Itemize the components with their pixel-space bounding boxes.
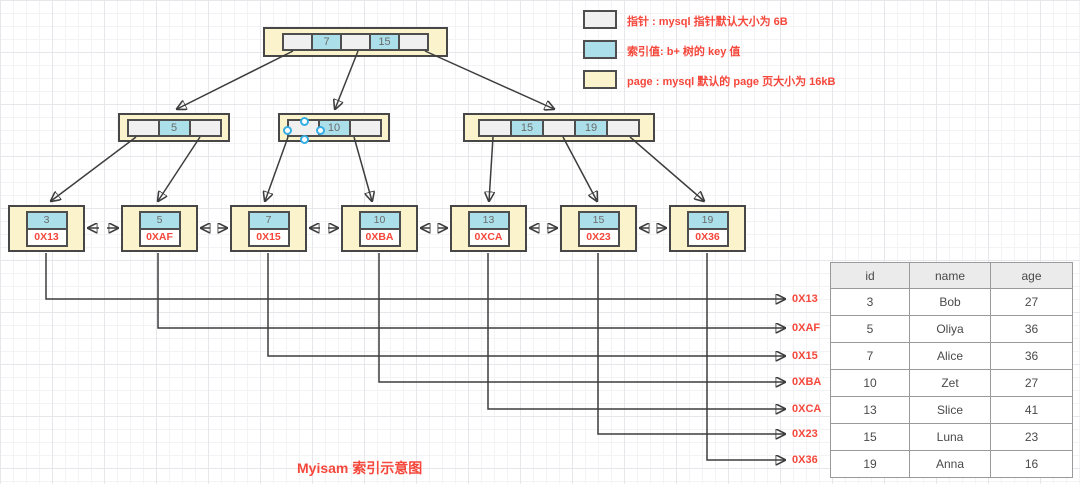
leaf-node-13: 13 0XCA: [450, 205, 527, 252]
pointer-cell: [398, 33, 429, 51]
leaf-address: 0X13: [27, 227, 66, 245]
leaf-node-3: 3 0X13: [8, 205, 85, 252]
table-row: 13 Slice 41: [830, 396, 1073, 424]
pointer-cell: [542, 118, 576, 137]
cell-name: Oliya: [909, 315, 991, 343]
leaf-stack: 7 0X15: [247, 210, 290, 247]
table-header-row: id name age: [830, 262, 1073, 289]
key-cell: 19: [574, 118, 608, 137]
selection-handle-bottom[interactable]: [300, 135, 309, 144]
cell-age: 36: [990, 342, 1073, 370]
btree-internal-node-15-19: 15 19: [463, 113, 655, 142]
pointer-cell: [478, 118, 512, 137]
cell-age: 16: [990, 450, 1073, 478]
btree-internal-node-10: 10: [278, 113, 390, 144]
address-label: 0XAF: [792, 322, 821, 334]
cell-name: Zet: [909, 369, 991, 397]
pointer-cell: [282, 33, 313, 51]
address-label: 0X23: [792, 428, 818, 440]
cell-id: 13: [830, 396, 910, 424]
legend-pointer-label: 指针 : mysql 指针默认大小为 6B: [627, 16, 788, 28]
table-row: 15 Luna 23: [830, 423, 1073, 451]
cell-id: 19: [830, 450, 910, 478]
leaf-stack: 13 0XCA: [467, 210, 510, 247]
selection-handle-right[interactable]: [316, 126, 325, 135]
legend-index-swatch: [583, 40, 617, 59]
leaf-stack: 5 0XAF: [138, 210, 181, 247]
leaf-key: 10: [360, 212, 399, 228]
address-label: 0X13: [792, 293, 818, 305]
key-cell: 7: [311, 33, 342, 51]
selection-handle-left[interactable]: [283, 126, 292, 135]
leaf-key: 15: [579, 212, 618, 228]
cell-age: 27: [990, 288, 1073, 316]
selection-handle-top[interactable]: [300, 117, 309, 126]
legend-pointer-swatch: [583, 10, 617, 29]
leaf-key: 13: [469, 212, 508, 228]
table-row: 10 Zet 27: [830, 369, 1073, 397]
leaf-stack: 19 0X36: [686, 210, 729, 247]
leaf-address: 0X36: [688, 227, 727, 245]
cell-name: Anna: [909, 450, 991, 478]
cell-name: Bob: [909, 288, 991, 316]
btree-root-node: 7 15: [263, 27, 448, 57]
leaf-key: 3: [27, 212, 66, 228]
pointer-cell: [340, 33, 371, 51]
pointer-cell: [126, 118, 160, 137]
cell-id: 5: [830, 315, 910, 343]
diagram-title: Myisam 索引示意图: [297, 460, 423, 476]
table-row: 7 Alice 36: [830, 342, 1073, 370]
leaf-address: 0X23: [579, 227, 618, 245]
table-row: 5 Oliya 36: [830, 315, 1073, 343]
cell-id: 3: [830, 288, 910, 316]
address-label: 0XCA: [792, 403, 822, 415]
pointer-cell: [348, 118, 382, 137]
leaf-stack: 3 0X13: [25, 210, 68, 247]
table-row: 19 Anna 16: [830, 450, 1073, 478]
pointer-cell: [606, 118, 640, 137]
cell-id: 15: [830, 423, 910, 451]
key-cell: 15: [369, 33, 400, 51]
leaf-address: 0XCA: [469, 227, 508, 245]
address-label: 0X15: [792, 350, 818, 362]
leaf-node-10: 10 0XBA: [341, 205, 418, 252]
leaf-node-15: 15 0X23: [560, 205, 637, 252]
legend-page-label: page : mysql 默认的 page 页大小为 16kB: [627, 76, 836, 88]
column-header-name: name: [909, 262, 991, 289]
cell-age: 36: [990, 315, 1073, 343]
cell-age: 41: [990, 396, 1073, 424]
records-table: id name age 3 Bob 27 5 Oliya 36 7 Alice …: [830, 262, 1073, 478]
leaf-key: 7: [249, 212, 288, 228]
leaf-node-19: 19 0X36: [669, 205, 746, 252]
address-label: 0XBA: [792, 376, 822, 388]
leaf-node-5: 5 0XAF: [121, 205, 198, 252]
leaf-key: 5: [140, 212, 179, 228]
btree-internal-node-5: 5: [118, 113, 230, 142]
leaf-node-7: 7 0X15: [230, 205, 307, 252]
cell-age: 27: [990, 369, 1073, 397]
cell-id: 10: [830, 369, 910, 397]
cell-age: 23: [990, 423, 1073, 451]
leaf-address: 0X15: [249, 227, 288, 245]
pointer-cell: [188, 118, 222, 137]
leaf-address: 0XBA: [360, 227, 399, 245]
cell-name: Luna: [909, 423, 991, 451]
legend-page-swatch: [583, 70, 617, 89]
column-header-age: age: [990, 262, 1073, 289]
table-row: 3 Bob 27: [830, 288, 1073, 316]
leaf-stack: 10 0XBA: [358, 210, 401, 247]
cell-id: 7: [830, 342, 910, 370]
leaf-key: 19: [688, 212, 727, 228]
cell-name: Slice: [909, 396, 991, 424]
leaf-stack: 15 0X23: [577, 210, 620, 247]
key-cell: 15: [510, 118, 544, 137]
address-label: 0X36: [792, 454, 818, 466]
cell-name: Alice: [909, 342, 991, 370]
column-header-id: id: [830, 262, 910, 289]
legend-index-label: 索引值: b+ 树的 key 值: [627, 46, 741, 58]
key-cell: 5: [157, 118, 191, 137]
leaf-address: 0XAF: [140, 227, 179, 245]
